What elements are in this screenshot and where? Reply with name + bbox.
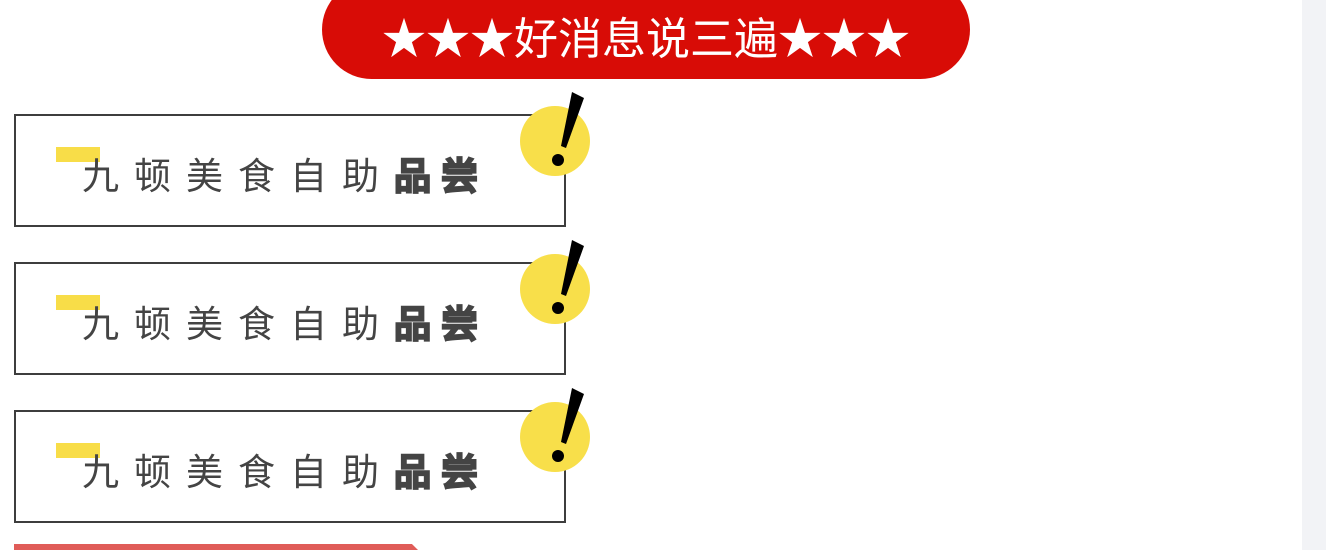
card-text: 九顿美食自助 bbox=[82, 451, 394, 494]
exclamation-icon bbox=[520, 92, 590, 176]
card-text: 九顿美食自助 bbox=[82, 303, 394, 346]
card-emphasis: 品尝 bbox=[393, 302, 488, 347]
good-news-banner: ★★★好消息说三遍★★★ bbox=[322, 0, 970, 79]
exclamation-icon bbox=[520, 240, 590, 324]
banner-text: ★★★好消息说三遍★★★ bbox=[382, 13, 910, 65]
card-title: 九顿美食自助品尝 bbox=[82, 442, 488, 496]
highlight-bar bbox=[56, 443, 100, 458]
promo-card: 九顿美食自助品尝 bbox=[14, 92, 590, 227]
exclamation-icon bbox=[520, 388, 590, 472]
highlight-bar bbox=[56, 147, 100, 162]
section-header-bar bbox=[14, 544, 418, 550]
card-emphasis: 品尝 bbox=[393, 450, 488, 495]
card-title: 九顿美食自助品尝 bbox=[82, 146, 488, 200]
card-emphasis: 品尝 bbox=[393, 154, 488, 199]
highlight-bar bbox=[56, 295, 100, 310]
promo-card: 九顿美食自助品尝 bbox=[14, 240, 590, 375]
card-text: 九顿美食自助 bbox=[82, 155, 394, 198]
promo-card: 九顿美食自助品尝 bbox=[14, 388, 590, 523]
card-title: 九顿美食自助品尝 bbox=[82, 294, 488, 348]
scrollbar[interactable] bbox=[1302, 0, 1326, 550]
